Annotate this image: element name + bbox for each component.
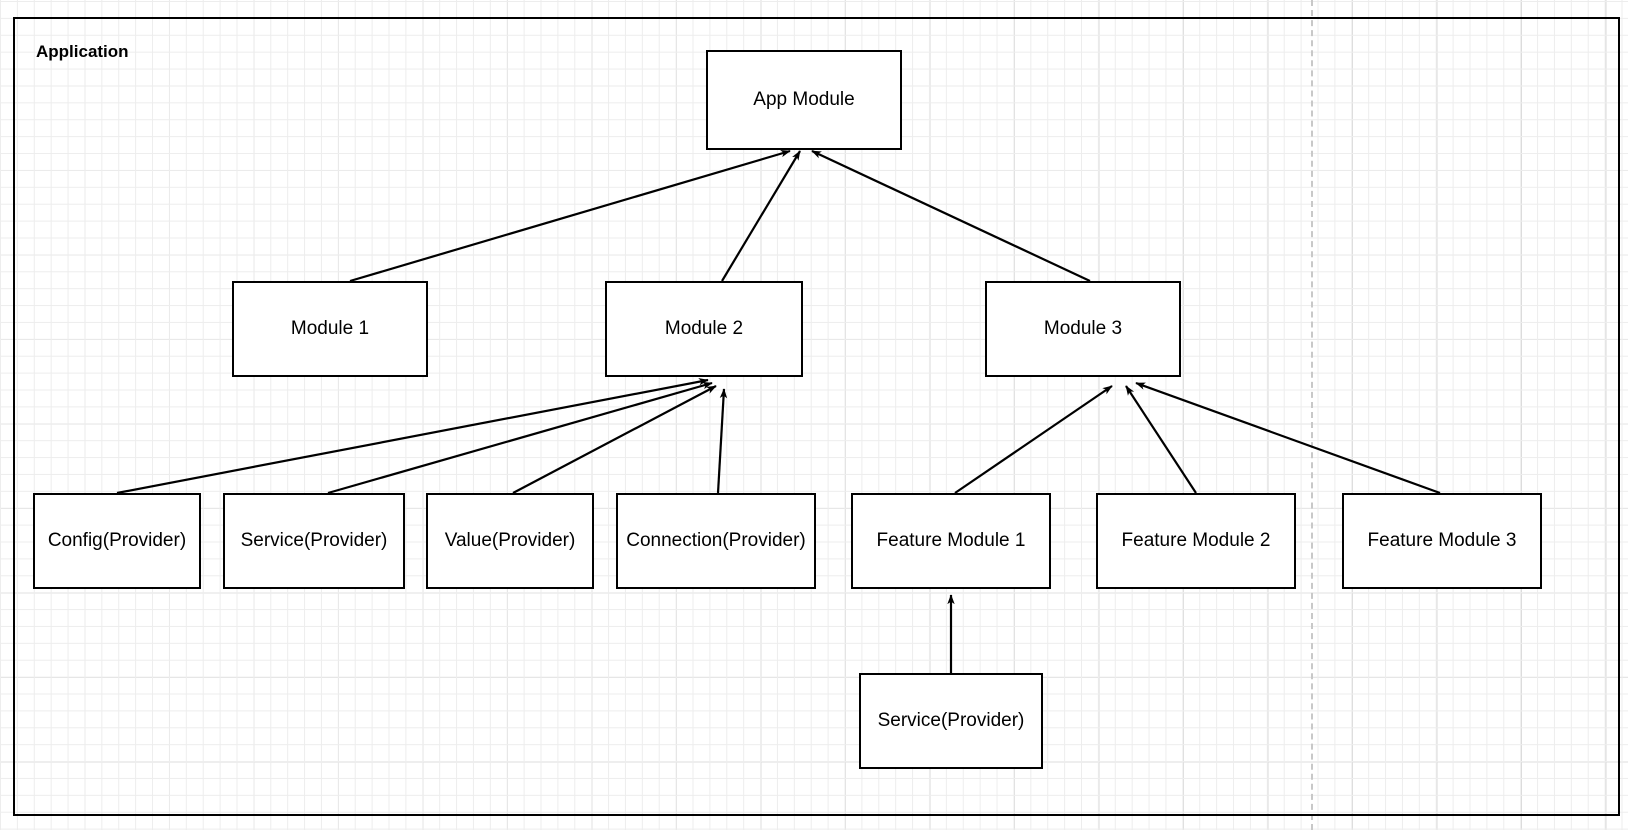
node-feature-module-3[interactable]: Feature Module 3 xyxy=(1342,493,1542,589)
node-label-module-3: Module 3 xyxy=(1043,317,1123,339)
node-label-module-2: Module 2 xyxy=(664,317,744,339)
node-label-value-provider: Value(Provider) xyxy=(444,529,576,551)
node-app-module[interactable]: App Module xyxy=(706,50,902,150)
node-label-feature-module-2: Feature Module 2 xyxy=(1121,529,1271,551)
node-value-provider[interactable]: Value(Provider) xyxy=(426,493,594,589)
application-container-label: Application xyxy=(36,42,129,61)
node-module-2[interactable]: Module 2 xyxy=(605,281,803,377)
node-label-config-provider: Config(Provider) xyxy=(47,529,187,551)
node-fm1-service-provider[interactable]: Service(Provider) xyxy=(859,673,1043,769)
node-connection-provider[interactable]: Connection(Provider) xyxy=(616,493,816,589)
node-module-1[interactable]: Module 1 xyxy=(232,281,428,377)
node-label-service-provider: Service(Provider) xyxy=(240,529,388,551)
node-feature-module-1[interactable]: Feature Module 1 xyxy=(851,493,1051,589)
node-label-app-module: App Module xyxy=(753,88,855,110)
node-label-connection-provider: Connection(Provider) xyxy=(626,529,806,551)
node-label-feature-module-1: Feature Module 1 xyxy=(876,529,1026,551)
node-label-feature-module-3: Feature Module 3 xyxy=(1367,529,1517,551)
node-config-provider[interactable]: Config(Provider) xyxy=(33,493,201,589)
node-feature-module-2[interactable]: Feature Module 2 xyxy=(1096,493,1296,589)
node-service-provider[interactable]: Service(Provider) xyxy=(223,493,405,589)
node-label-module-1: Module 1 xyxy=(290,317,370,339)
node-label-fm1-service-provider: Service(Provider) xyxy=(877,709,1025,731)
node-module-3[interactable]: Module 3 xyxy=(985,281,1181,377)
application-container[interactable] xyxy=(13,17,1620,816)
